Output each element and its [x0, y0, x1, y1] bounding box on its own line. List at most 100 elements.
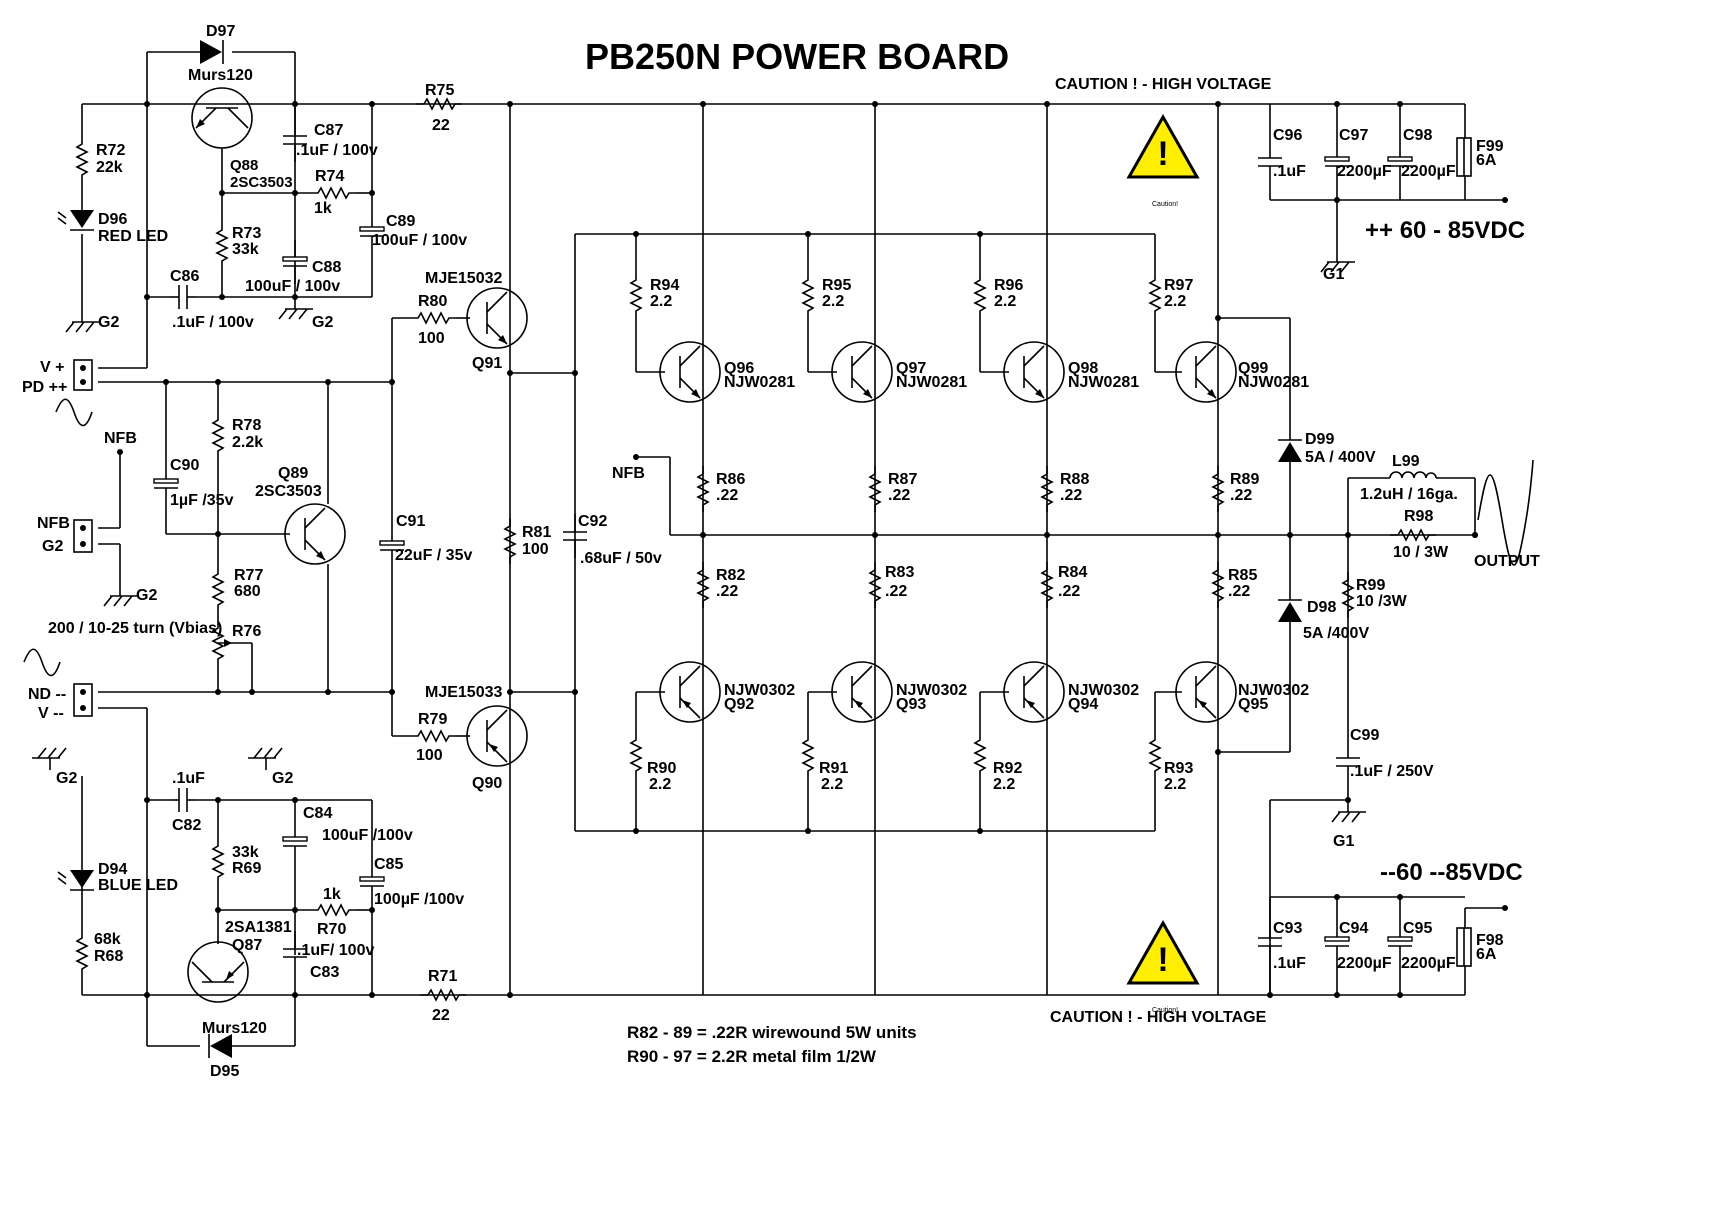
- R79-ref: R79: [418, 711, 447, 728]
- R78-val: 2.2k: [232, 434, 263, 451]
- C84-val: 100uF /100v: [322, 827, 413, 844]
- wiring: [81, 51, 1505, 1047]
- resistor-R79: [409, 730, 457, 742]
- sine-wave-icon-top: [55, 398, 93, 427]
- resistor-R71: [419, 989, 467, 1001]
- conn-nd-minus: ND --: [28, 686, 66, 703]
- C90-val: 1µF /35v: [170, 492, 234, 509]
- R99-val: 10 /3W: [1356, 593, 1408, 610]
- C97-val: 2200µF: [1337, 163, 1392, 180]
- resistor-R83: [869, 561, 881, 609]
- C89-ref: C89: [386, 213, 415, 230]
- R83-ref: R83: [885, 564, 914, 581]
- F99-ref: F99: [1476, 138, 1504, 155]
- resistor-R99: [1342, 571, 1354, 619]
- C83-val: .1uF/ 100v: [297, 942, 374, 959]
- C93-ref: C93: [1273, 920, 1302, 937]
- ground-icon-g2-a: [65, 309, 101, 333]
- R85-val: .22: [1228, 583, 1250, 600]
- D99-val: 5A / 400V: [1305, 449, 1376, 466]
- resistor-R84: [1041, 561, 1053, 609]
- diagram-title: PB250N POWER BOARD: [585, 36, 1009, 77]
- resistor-R91: [802, 731, 814, 779]
- C87-ref: C87: [314, 122, 343, 139]
- R75-ref: R75: [425, 82, 454, 99]
- conn-nfb: NFB: [37, 515, 70, 532]
- C82-ref: C82: [172, 817, 201, 834]
- C91-ref: C91: [396, 513, 425, 530]
- transistor-Q91: [466, 287, 528, 349]
- resistor-R73: [216, 221, 228, 269]
- R70-ref: R70: [317, 921, 346, 938]
- ground-icon-g2-b: [278, 297, 313, 320]
- C84-ref: C84: [303, 805, 332, 822]
- note-line-1: R82 - 89 = .22R wirewound 5W units: [627, 1023, 917, 1042]
- resistor-R85: [1212, 561, 1224, 609]
- Q93-ref: Q93: [896, 696, 926, 713]
- gnd-label-g1-a: G1: [1323, 266, 1344, 283]
- R74-ref: R74: [315, 168, 344, 185]
- transistor-Q88: [191, 87, 253, 149]
- capacitor-C86: [170, 285, 196, 309]
- transistor-Q90: [466, 705, 528, 767]
- supply-positive-label: ++ 60 - 85VDC: [1365, 217, 1525, 244]
- R77-ref: R77: [234, 567, 263, 584]
- transistor-Q97: [831, 341, 893, 403]
- transistor-Q93: [831, 661, 893, 723]
- Q94-ref: Q94: [1068, 696, 1098, 713]
- diode-D98: [1278, 599, 1302, 622]
- capacitor-C82: [170, 788, 196, 812]
- conn-g2: G2: [42, 538, 63, 555]
- C88-val: 100uF / 100v: [245, 278, 340, 295]
- R68-val: 68k: [94, 931, 121, 948]
- D95-val: Murs120: [202, 1020, 267, 1037]
- C92-ref: C92: [578, 513, 607, 530]
- Q98-val: NJW0281: [1068, 374, 1139, 391]
- R76-ref: R76: [232, 623, 261, 640]
- ground-icon-g2-e: [247, 747, 283, 771]
- Q88-val: 2SC3503: [230, 174, 293, 191]
- supply-negative-label: --60 --85VDC: [1380, 859, 1523, 886]
- resistor-R88: [1041, 465, 1053, 513]
- R97-ref: R97: [1164, 277, 1193, 294]
- R89-ref: R89: [1230, 471, 1259, 488]
- C94-ref: C94: [1339, 920, 1368, 937]
- resistor-R78: [212, 411, 224, 459]
- transistor-Q95: [1175, 661, 1237, 723]
- R87-ref: R87: [888, 471, 917, 488]
- R87-val: .22: [888, 487, 910, 504]
- bias-label: 200 / 10-25 turn (Vbias): [48, 620, 222, 637]
- capacitor-C84: [282, 819, 308, 865]
- R81-val: 100: [522, 541, 549, 558]
- C85-ref: C85: [374, 856, 403, 873]
- Q89-ref: Q89: [278, 465, 308, 482]
- Q90-ref: Q90: [472, 775, 502, 792]
- Q87-ref: Q87: [232, 937, 262, 954]
- fuse-F98: [1456, 927, 1472, 967]
- Q91-ref: Q91: [472, 355, 502, 372]
- junction-dots: [117, 101, 1508, 998]
- resistor-R70: [309, 904, 357, 916]
- D98-val: 5A /400V: [1303, 625, 1369, 642]
- C89-val: 100uF / 100v: [372, 232, 467, 249]
- transistor-Q96: [659, 341, 721, 403]
- C82-val: .1uF: [172, 770, 205, 787]
- R86-ref: R86: [716, 471, 745, 488]
- Q99-val: NJW0281: [1238, 374, 1309, 391]
- Q96-val: NJW0281: [724, 374, 795, 391]
- gnd-label-g1-b: G1: [1333, 833, 1354, 850]
- R70-val: 1k: [323, 886, 341, 903]
- R94-val: 2.2: [650, 293, 672, 310]
- R98-ref: R98: [1404, 508, 1433, 525]
- R82-val: .22: [716, 583, 738, 600]
- inductor-L99: [1389, 471, 1437, 479]
- C85-val: 100µF /100v: [374, 891, 464, 908]
- Q92-val: NJW0302: [724, 682, 795, 699]
- R91-ref: R91: [819, 760, 848, 777]
- R96-ref: R96: [994, 277, 1023, 294]
- resistor-R75: [415, 98, 463, 110]
- R73-ref: R73: [232, 225, 261, 242]
- Q95-val: NJW0302: [1238, 682, 1309, 699]
- C98-val: 2200µF: [1401, 163, 1456, 180]
- ground-icon-g2-c: [103, 583, 139, 607]
